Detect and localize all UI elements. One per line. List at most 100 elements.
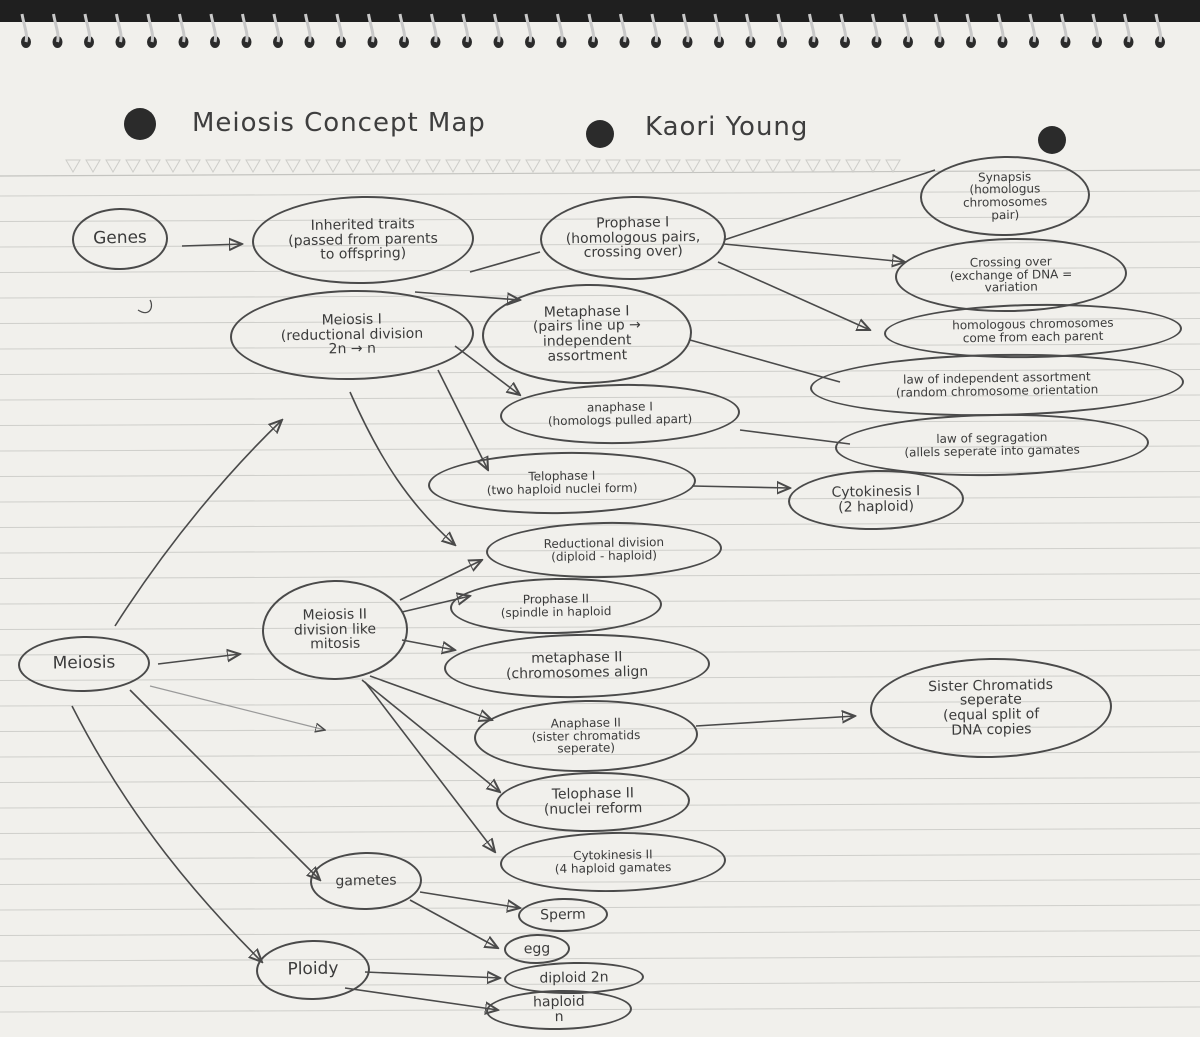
binding-coil: [398, 13, 406, 43]
node-label: Ploidy: [287, 958, 339, 980]
ruled-line: [0, 445, 1200, 452]
ruled-line: [0, 879, 1200, 885]
node-label: to offspring): [320, 245, 407, 264]
spiral-binding: [0, 0, 1200, 48]
arrow-meiosis-gametes: [129, 689, 320, 880]
ruled-line: [0, 1006, 1200, 1013]
binding-coil: [619, 13, 627, 43]
triangle-mark: [145, 159, 161, 173]
triangle-mark: [705, 159, 721, 173]
triangle-mark: [205, 159, 221, 173]
ruled-line: [0, 420, 1200, 426]
triangle-mark: [245, 159, 261, 173]
triangle-mark: [645, 159, 661, 173]
arrow-meiosis-meiosis1: [114, 420, 282, 627]
ruled-line: [0, 624, 1200, 630]
node-label: Meiosis: [52, 652, 116, 674]
arrow-meiosis-ploidy: [71, 705, 262, 962]
node-label: (nuclei reform: [543, 800, 643, 818]
triangle-mark: [225, 159, 241, 173]
node-label: (4 haploid gamates: [554, 859, 672, 877]
arrow-anaphase1-segregation: [739, 429, 851, 445]
node-label: diploid 2n: [539, 969, 609, 987]
triangle-mark: [525, 159, 541, 173]
triangle-mark: [485, 159, 501, 173]
triangle-mark: [725, 159, 741, 173]
binding-coil: [524, 13, 532, 43]
triangle-mark: [105, 159, 121, 173]
node-label: mitosis: [310, 635, 361, 653]
binding-coil: [304, 13, 312, 43]
ruled-line: [0, 394, 1200, 401]
arrow-prophase1-crossing: [723, 243, 905, 262]
ruled-line: [0, 853, 1200, 860]
ruled-line: [0, 802, 1200, 809]
binding-coil: [682, 13, 690, 43]
triangle-mark: [325, 159, 341, 173]
triangle-mark: [805, 159, 821, 173]
binding-coil: [209, 13, 217, 43]
binding-coil: [1123, 13, 1131, 43]
triangle-mark: [365, 159, 381, 173]
binding-coil: [902, 13, 910, 43]
node-label: variation: [984, 279, 1038, 295]
arrow-gametes-sperm: [419, 891, 520, 908]
binding-coil: [997, 13, 1005, 43]
ruled-line: [0, 700, 1200, 707]
arrow-meiosis1-anaphase1: [454, 345, 520, 395]
triangle-mark: [845, 159, 861, 173]
arrow-meiosis1-reductional: [349, 391, 455, 545]
ruled-line: [0, 955, 1200, 962]
triangle-mark: [745, 159, 761, 173]
binding-coil: [430, 13, 438, 43]
ruled-line: [0, 292, 1200, 299]
binding-coil: [83, 13, 91, 43]
binding-coil: [115, 13, 123, 43]
arrow-meiosis-dashed: [149, 685, 325, 730]
ruled-line: [0, 751, 1200, 758]
triangle-mark: [65, 159, 81, 173]
ruled-line: [0, 777, 1200, 783]
binding-coil: [808, 13, 816, 43]
ruled-line: [0, 369, 1200, 375]
binding-shadow: [0, 0, 1200, 22]
binding-coil: [1154, 13, 1162, 43]
binding-coil: [146, 13, 154, 43]
arrow-gametes-egg: [409, 899, 498, 948]
triangle-mark: [265, 159, 281, 173]
margin-line: [0, 169, 1200, 177]
triangle-mark: [885, 159, 901, 173]
page-title: Meiosis Concept Map: [192, 108, 486, 138]
node-label: seperate): [557, 740, 616, 756]
triangle-mark: [625, 159, 641, 173]
node-label: (homologs pulled apart): [547, 411, 693, 429]
arrow-inherited-prophase1: [469, 251, 541, 273]
arrow-meiosis1-telophase1: [437, 369, 488, 470]
connectors: [71, 169, 936, 1010]
triangle-mark: [785, 159, 801, 173]
triangle-mark: [605, 159, 621, 173]
binding-coil: [52, 13, 60, 43]
ruled-line: [0, 343, 1200, 350]
node-label: (random chromosome orientation: [895, 382, 1099, 400]
arrow-meiosis2-anaphase2: [369, 675, 492, 720]
triangle-strip: [65, 159, 901, 173]
binding-coil: [745, 13, 753, 43]
arrow-meiosis2-reductional: [399, 560, 482, 601]
arrow-meiosis2-metaphase2: [401, 639, 455, 650]
triangle-mark: [125, 159, 141, 173]
binding-coil: [20, 13, 28, 43]
node-label: 2n → n: [328, 340, 377, 358]
node-label: gametes: [335, 872, 397, 890]
binding-coil: [241, 13, 249, 43]
ruled-line: [0, 598, 1200, 605]
triangle-mark: [505, 159, 521, 173]
ruled-line: [0, 981, 1200, 987]
triangle-mark: [165, 159, 181, 173]
binding-coil: [1028, 13, 1036, 43]
binding-coil: [461, 13, 469, 43]
binding-coil: [871, 13, 879, 43]
ruled-line: [0, 904, 1200, 911]
node-label: egg: [523, 940, 551, 957]
